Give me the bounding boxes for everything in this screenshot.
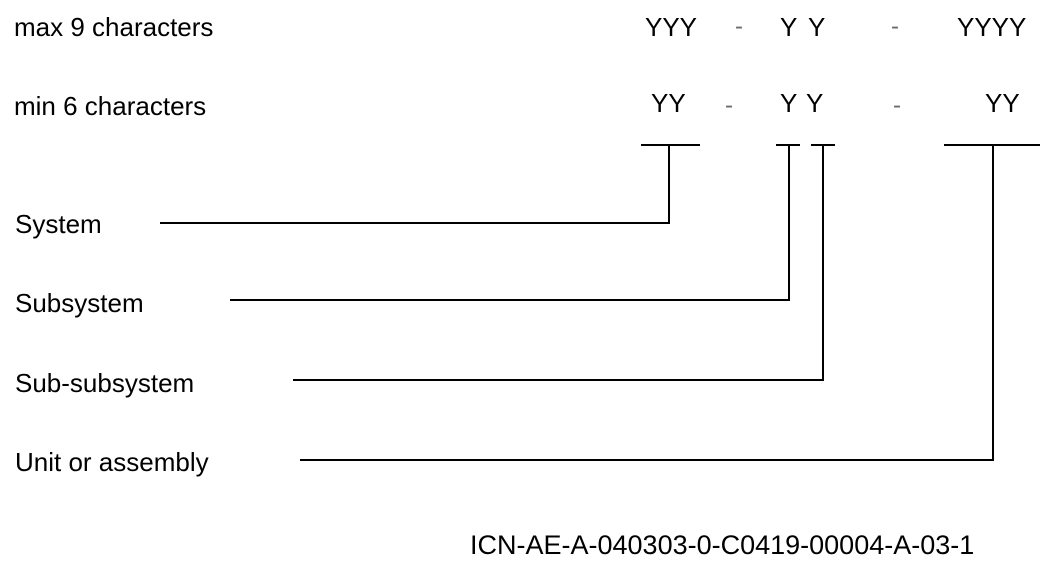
- max-separator-2: -: [891, 13, 899, 40]
- unit-or-assembly-label: Unit or assembly: [15, 447, 209, 477]
- max-subsubsystem-code: Y: [808, 12, 826, 42]
- max-unit-code: YYYY: [957, 12, 1027, 42]
- max-separator-1: -: [735, 13, 743, 40]
- min-characters-label: min 6 characters: [14, 91, 207, 121]
- min-unit-code: YY: [985, 88, 1020, 118]
- icn-reference: ICN-AE-A-040303-0-C0419-00004-A-03-1: [470, 530, 975, 560]
- sub-subsystem-label: Sub-subsystem: [15, 368, 195, 398]
- min-separator-1: -: [725, 92, 733, 119]
- max-subsystem-code: Y: [780, 12, 798, 42]
- subsystem-label: Subsystem: [15, 288, 144, 318]
- system-label: System: [15, 209, 102, 239]
- min-subsystem-code: Y: [780, 88, 798, 118]
- min-separator-2: -: [893, 92, 901, 119]
- max-system-code: YYY: [645, 12, 698, 42]
- max-characters-label: max 9 characters: [14, 12, 214, 42]
- min-system-code: YY: [651, 88, 686, 118]
- min-subsubsystem-code: Y: [806, 88, 824, 118]
